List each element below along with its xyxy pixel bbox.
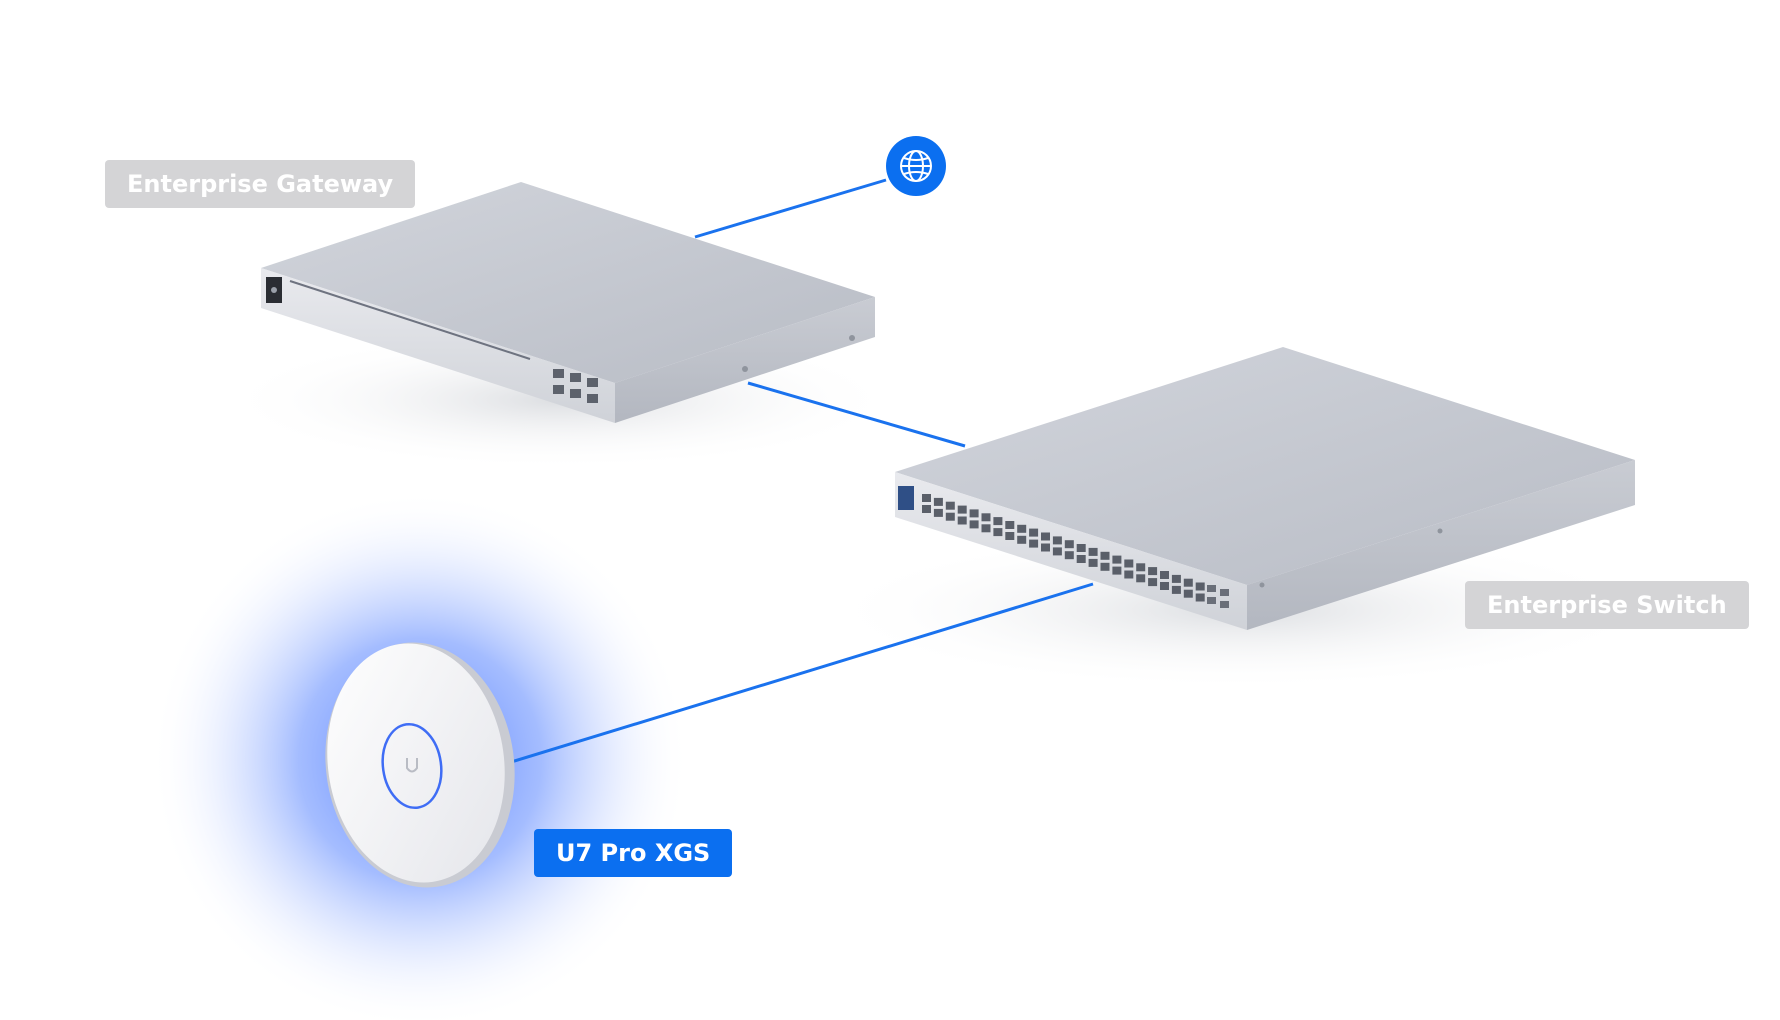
switch-port bbox=[1076, 555, 1086, 563]
switch-port bbox=[1005, 532, 1015, 540]
access-point-device bbox=[325, 642, 515, 888]
switch-port bbox=[969, 509, 979, 518]
gateway-label: Enterprise Gateway bbox=[105, 160, 416, 208]
switch-port bbox=[922, 494, 931, 502]
switch-port bbox=[1171, 574, 1181, 583]
switch-port bbox=[1195, 593, 1205, 602]
switch-port bbox=[1029, 539, 1039, 548]
switch-port bbox=[957, 516, 967, 525]
switch-port bbox=[1041, 543, 1050, 552]
switch-port bbox=[1160, 571, 1169, 579]
link-internet-gateway bbox=[694, 178, 887, 239]
switch-port bbox=[933, 497, 943, 506]
switch-port bbox=[1100, 551, 1110, 560]
switch-port bbox=[1148, 567, 1158, 576]
switch-port bbox=[1041, 532, 1050, 541]
switch-port bbox=[1064, 540, 1074, 549]
switch-port bbox=[1136, 574, 1146, 583]
switch-port bbox=[1064, 551, 1074, 560]
switch-port bbox=[922, 505, 931, 513]
switch-port bbox=[969, 520, 979, 529]
switch-port bbox=[1112, 555, 1122, 564]
access-point-label: U7 Pro XGS bbox=[534, 829, 733, 877]
switch-label: Enterprise Switch bbox=[1465, 581, 1749, 629]
switch-port bbox=[1148, 578, 1158, 587]
switch-port bbox=[1017, 524, 1027, 533]
switch-port bbox=[1017, 535, 1027, 544]
switch-port bbox=[1124, 559, 1134, 568]
switch-port bbox=[1136, 563, 1146, 572]
switch-port bbox=[1160, 582, 1169, 590]
globe-icon bbox=[900, 150, 932, 182]
enterprise-gateway-device bbox=[261, 182, 875, 423]
switch-port bbox=[993, 517, 1003, 526]
enterprise-switch-device bbox=[895, 347, 1635, 630]
switch-port bbox=[1052, 536, 1062, 545]
switch-port bbox=[1052, 547, 1062, 556]
switch-port bbox=[1076, 544, 1086, 552]
switch-port bbox=[993, 528, 1003, 537]
switch-port bbox=[1005, 521, 1015, 529]
switch-port bbox=[981, 524, 991, 533]
switch-port bbox=[1183, 578, 1193, 587]
switch-port bbox=[1029, 528, 1039, 537]
link-switch-ap bbox=[507, 582, 1094, 765]
switch-port bbox=[933, 508, 943, 517]
switch-port bbox=[1088, 558, 1098, 567]
switch-port bbox=[945, 501, 955, 510]
switch-port bbox=[1171, 585, 1181, 594]
switch-port bbox=[1088, 547, 1098, 556]
switch-port bbox=[1183, 589, 1193, 598]
switch-port bbox=[1124, 570, 1134, 579]
switch-port bbox=[981, 513, 991, 522]
link-gateway-switch bbox=[747, 381, 966, 448]
switch-port bbox=[1112, 566, 1122, 575]
switch-port bbox=[1195, 582, 1205, 591]
switch-port bbox=[1100, 562, 1110, 571]
switch-port bbox=[957, 505, 967, 514]
internet-node bbox=[886, 136, 946, 196]
switch-port bbox=[945, 512, 955, 521]
